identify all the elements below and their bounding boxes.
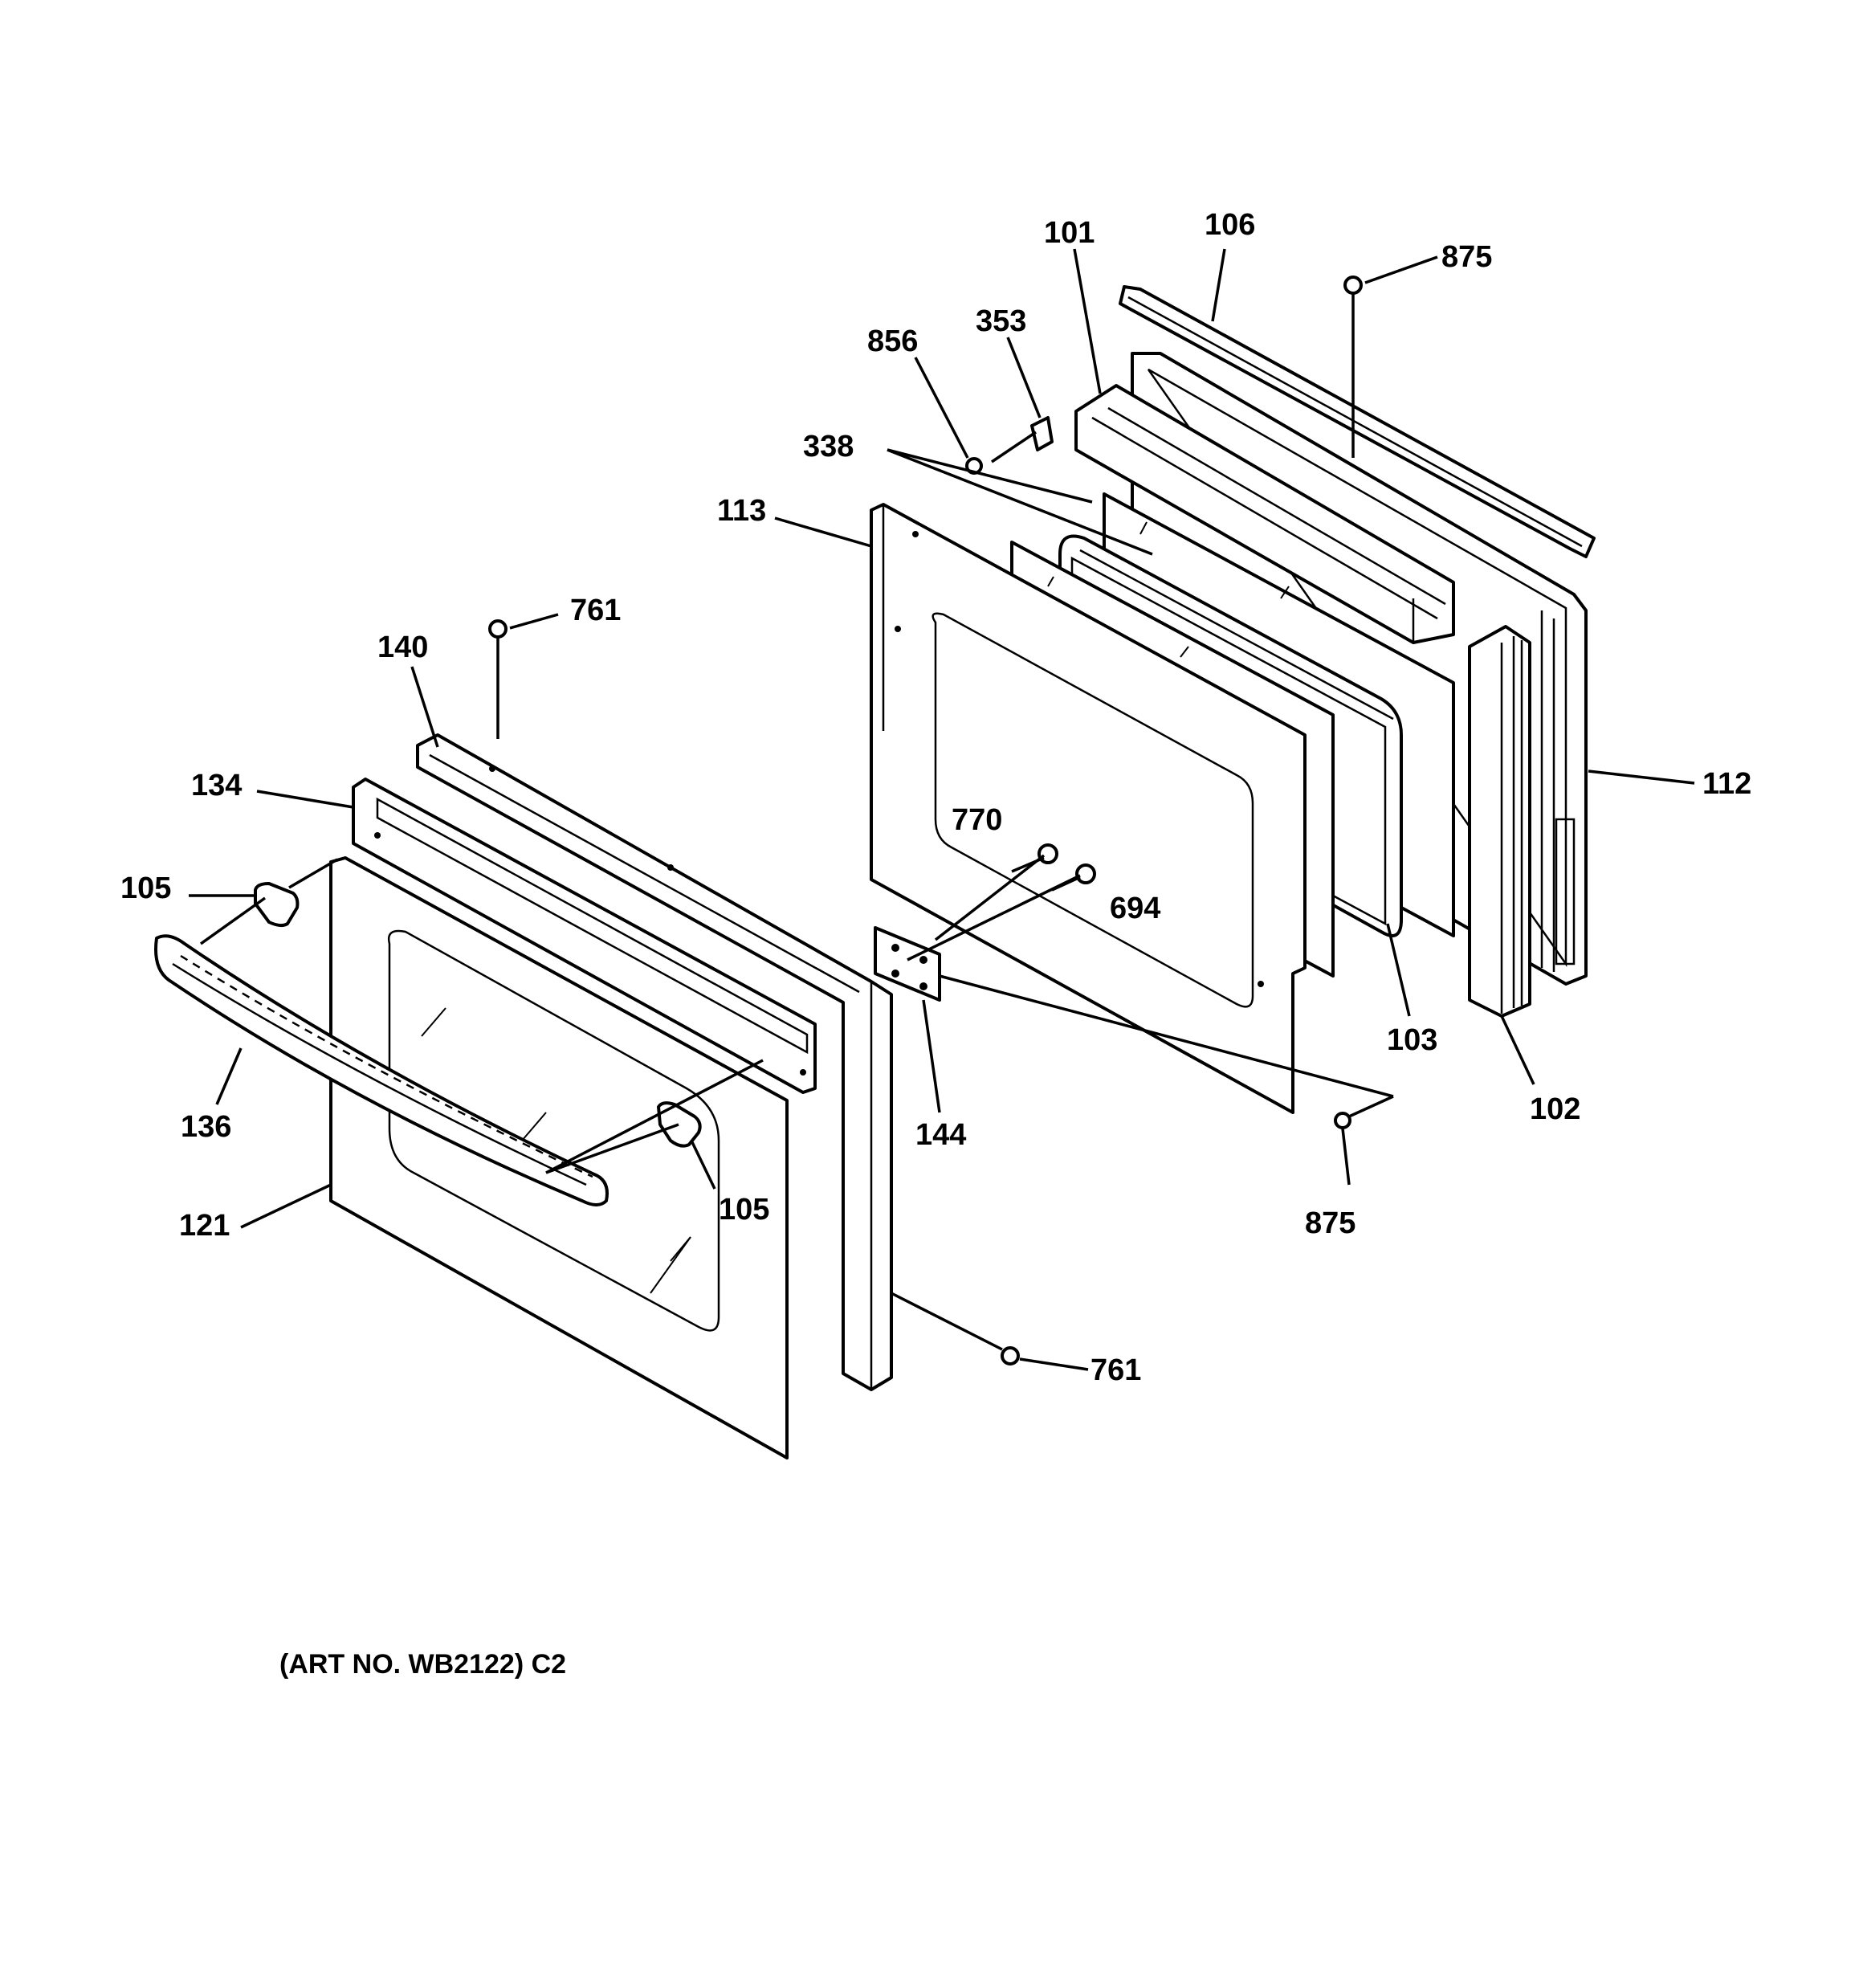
callout-144: 144 xyxy=(915,1118,966,1152)
callout-101: 101 xyxy=(1044,216,1095,250)
callout-103: 103 xyxy=(1387,1023,1437,1057)
callout-770: 770 xyxy=(952,803,1002,837)
screw-875-top xyxy=(1343,276,1363,458)
callout-121: 121 xyxy=(179,1209,230,1243)
part-113-inner-panel xyxy=(870,503,1307,1114)
assembly-lines xyxy=(199,431,1394,1351)
callout-875-bottom: 875 xyxy=(1305,1206,1355,1240)
callout-134: 134 xyxy=(191,769,242,802)
callout-136: 136 xyxy=(181,1110,231,1144)
screw-761-bottom xyxy=(1001,1346,1020,1365)
callout-102: 102 xyxy=(1530,1092,1580,1126)
callout-761-top: 761 xyxy=(570,594,621,627)
part-101-insulation-top xyxy=(1074,384,1455,644)
callout-113: 113 xyxy=(717,494,766,528)
leader-lines xyxy=(189,248,1695,1371)
callout-694: 694 xyxy=(1110,892,1160,925)
callout-761-bottom: 761 xyxy=(1090,1353,1141,1387)
callout-353: 353 xyxy=(976,304,1026,338)
art-number: (ART NO. WB2122) C2 xyxy=(279,1649,566,1680)
callout-140: 140 xyxy=(377,631,428,664)
callout-105-right: 105 xyxy=(719,1193,769,1227)
callout-875-top: 875 xyxy=(1441,240,1492,274)
callout-105-left: 105 xyxy=(120,872,171,905)
screw-761-top xyxy=(488,619,508,739)
part-105-end-cap-left xyxy=(254,882,300,928)
part-144-hinge-plate xyxy=(874,926,941,1002)
part-136-door-handle xyxy=(154,934,609,1206)
clip-353 xyxy=(1030,416,1054,451)
callout-338: 338 xyxy=(803,430,854,463)
part-134-vent-trim xyxy=(352,778,817,1094)
callout-112: 112 xyxy=(1702,767,1751,801)
callout-106: 106 xyxy=(1205,208,1255,242)
screw-875-bottom xyxy=(1334,1112,1351,1129)
callout-856: 856 xyxy=(867,325,918,358)
part-106-top-trim xyxy=(1119,285,1596,558)
part-102-insulation-side xyxy=(1468,625,1531,1018)
part-105-end-cap-right xyxy=(657,1101,702,1148)
part-140-door-frame xyxy=(416,733,893,1391)
